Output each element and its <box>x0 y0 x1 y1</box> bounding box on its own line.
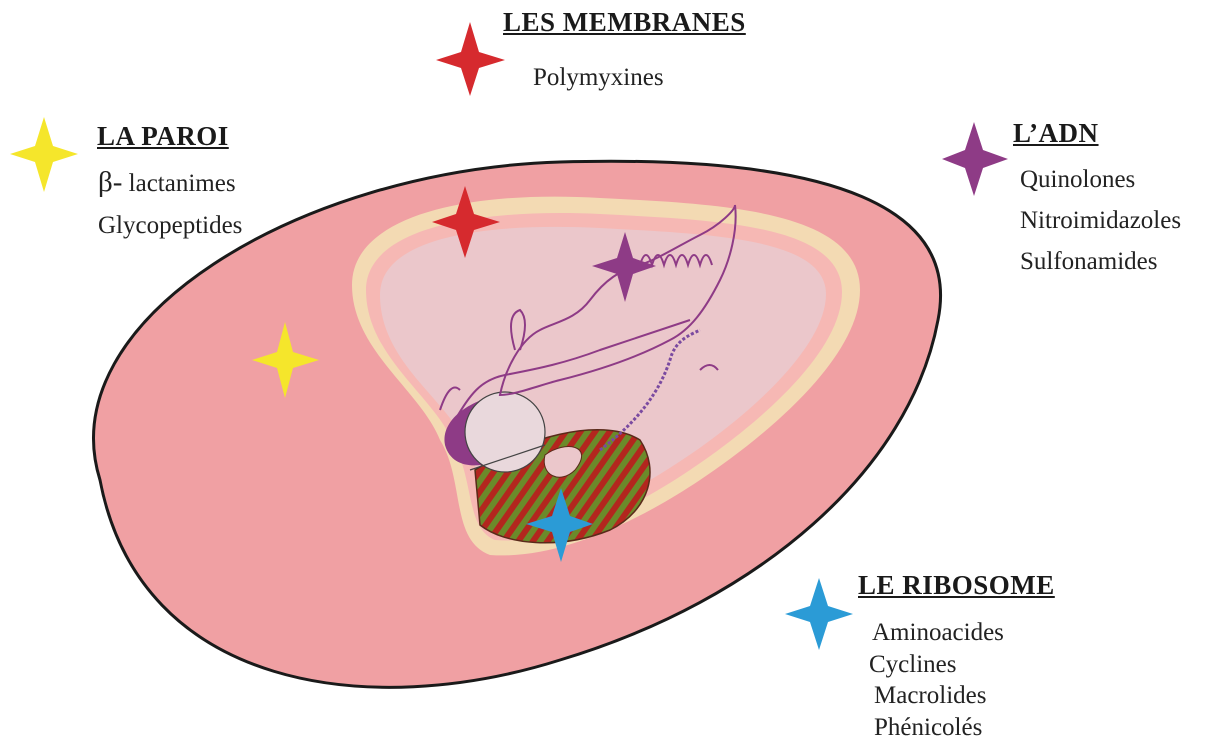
paroi-item-beta-lactam: β- lactanimes <box>98 166 236 200</box>
adn-title: L’ADN <box>1013 118 1099 149</box>
paroi-item-1: Glycopeptides <box>98 210 242 242</box>
beta-symbol: β- <box>98 166 122 198</box>
ribosome-item-3: Phénicolés <box>874 712 982 744</box>
paroi-item-0: lactanimes <box>129 170 236 197</box>
adn-item-1: Nitroimidazoles <box>1020 205 1181 237</box>
ribosome-item-0: Aminoacides <box>872 617 1004 649</box>
star-yellow-icon <box>10 117 78 192</box>
ribosome-disc <box>465 392 545 472</box>
star-purple-icon <box>942 122 1008 196</box>
ribosome-item-1: Cyclines <box>869 649 957 681</box>
adn-item-0: Quinolones <box>1020 164 1135 196</box>
adn-item-2: Sulfonamides <box>1020 246 1158 278</box>
membranes-title: LES MEMBRANES <box>503 7 746 38</box>
paroi-title: LA PAROI <box>97 121 229 152</box>
membranes-item: Polymyxines <box>533 62 664 94</box>
star-red-icon <box>436 22 505 96</box>
ribosome-item-2: Macrolides <box>874 680 986 712</box>
star-blue-icon <box>785 578 853 650</box>
ribosome-title: LE RIBOSOME <box>858 570 1055 601</box>
